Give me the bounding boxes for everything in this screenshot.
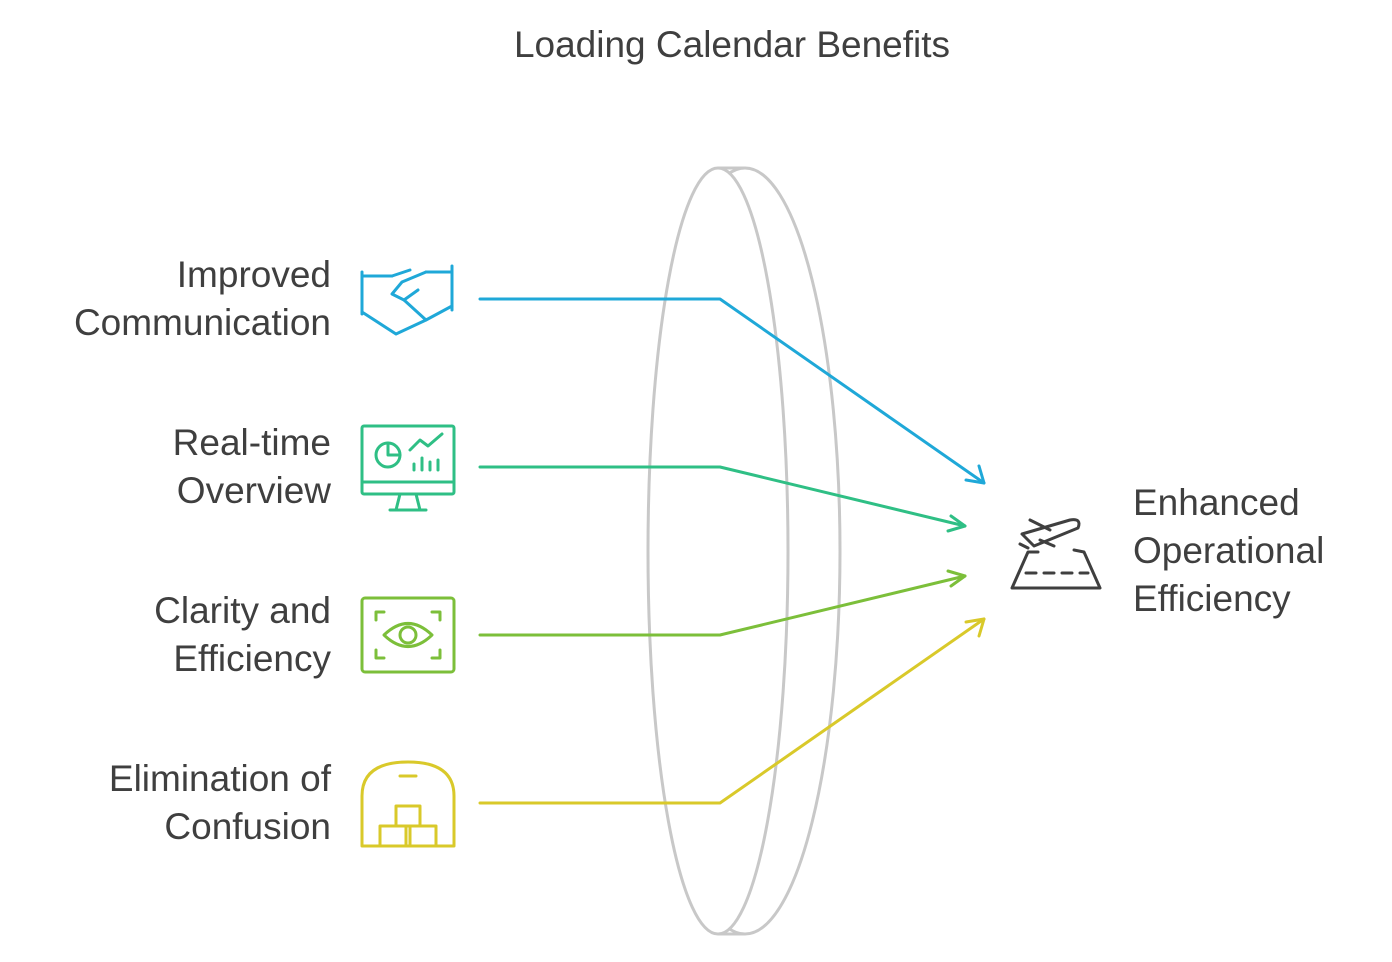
input-label-confusion: Elimination of Confusion	[108, 758, 331, 847]
output-label: Enhanced Operational Efficiency	[1133, 482, 1325, 619]
input-label-communication: Improved Communication	[73, 254, 331, 343]
diagram-title: Loading Calendar Benefits	[513, 24, 951, 65]
handshake-icon	[360, 264, 454, 336]
cargo-container-icon	[360, 760, 456, 848]
eye-scan-icon	[360, 596, 456, 674]
arrow-confusion	[478, 617, 986, 805]
arrow-communication	[478, 297, 986, 485]
arrow-clarity	[478, 569, 967, 637]
arrow-overview	[478, 465, 967, 533]
airplane-runway-icon	[1010, 518, 1102, 590]
input-label-clarity: Clarity and Efficiency	[154, 590, 331, 679]
lens-shape	[646, 166, 842, 936]
input-label-overview: Real-time Overview	[172, 422, 331, 511]
monitor-dashboard-icon	[360, 424, 456, 512]
